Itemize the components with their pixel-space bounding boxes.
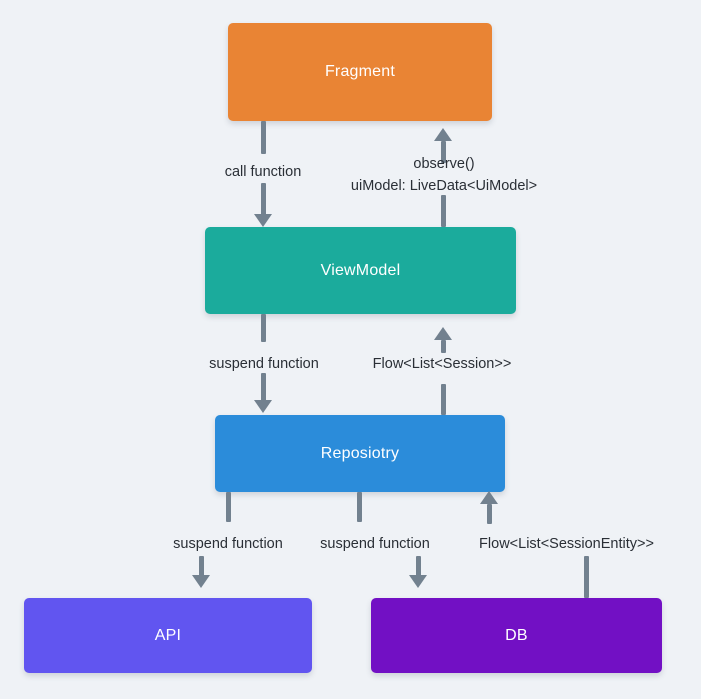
- node-db[interactable]: DB: [371, 598, 662, 673]
- node-api[interactable]: API: [24, 598, 312, 673]
- edge-label-suspend-function-db: suspend function: [320, 536, 430, 552]
- edge-label-observe: observe() uiModel: LiveData<UiModel>: [333, 153, 555, 197]
- node-repository[interactable]: Reposiotry: [215, 415, 505, 492]
- edge-label-flow-list-session: Flow<List<Session>>: [372, 356, 512, 372]
- edge-label-flow-list-session-entity: Flow<List<SessionEntity>>: [479, 536, 654, 552]
- arrow-stem-down: [199, 556, 204, 578]
- edge-label-call-function: call function: [224, 164, 302, 180]
- arrow-stem-up: [441, 340, 446, 353]
- arrowhead-down-icon: [254, 400, 272, 413]
- arrow-stem-down: [226, 492, 231, 522]
- arrowhead-down-icon: [192, 575, 210, 588]
- arrow-stem-down: [357, 492, 362, 522]
- arrow-stem-down: [261, 121, 266, 154]
- arrow-stem-up: [584, 556, 589, 598]
- arrow-stem-down: [261, 314, 266, 342]
- arrow-stem-down: [261, 183, 266, 215]
- node-fragment[interactable]: Fragment: [228, 23, 492, 121]
- edge-label-observe-line2: uiModel: LiveData<UiModel>: [350, 178, 538, 194]
- arrowhead-up-icon: [434, 128, 452, 141]
- arrowhead-down-icon: [409, 575, 427, 588]
- arrowhead-up-icon: [434, 327, 452, 340]
- edge-label-observe-line1: observe(): [413, 156, 475, 172]
- node-fragment-label: Fragment: [324, 63, 396, 80]
- arrow-stem-up: [441, 195, 446, 227]
- node-viewmodel-label: ViewModel: [320, 261, 401, 279]
- arrow-stem-down: [261, 373, 266, 401]
- edge-label-suspend-function-viewmodel: suspend function: [209, 356, 319, 372]
- node-repository-label: Reposiotry: [320, 444, 400, 462]
- arrow-stem-up: [441, 141, 446, 163]
- node-api-label: API: [154, 626, 182, 644]
- edge-label-suspend-function-api: suspend function: [173, 536, 283, 552]
- arrow-stem-down: [416, 556, 421, 578]
- arrowhead-up-icon: [480, 491, 498, 504]
- arrow-stem-up: [487, 504, 492, 524]
- arrowhead-down-icon: [254, 214, 272, 227]
- node-viewmodel[interactable]: ViewModel: [205, 227, 516, 314]
- arrow-stem-up: [441, 384, 446, 415]
- node-db-label: DB: [505, 626, 528, 644]
